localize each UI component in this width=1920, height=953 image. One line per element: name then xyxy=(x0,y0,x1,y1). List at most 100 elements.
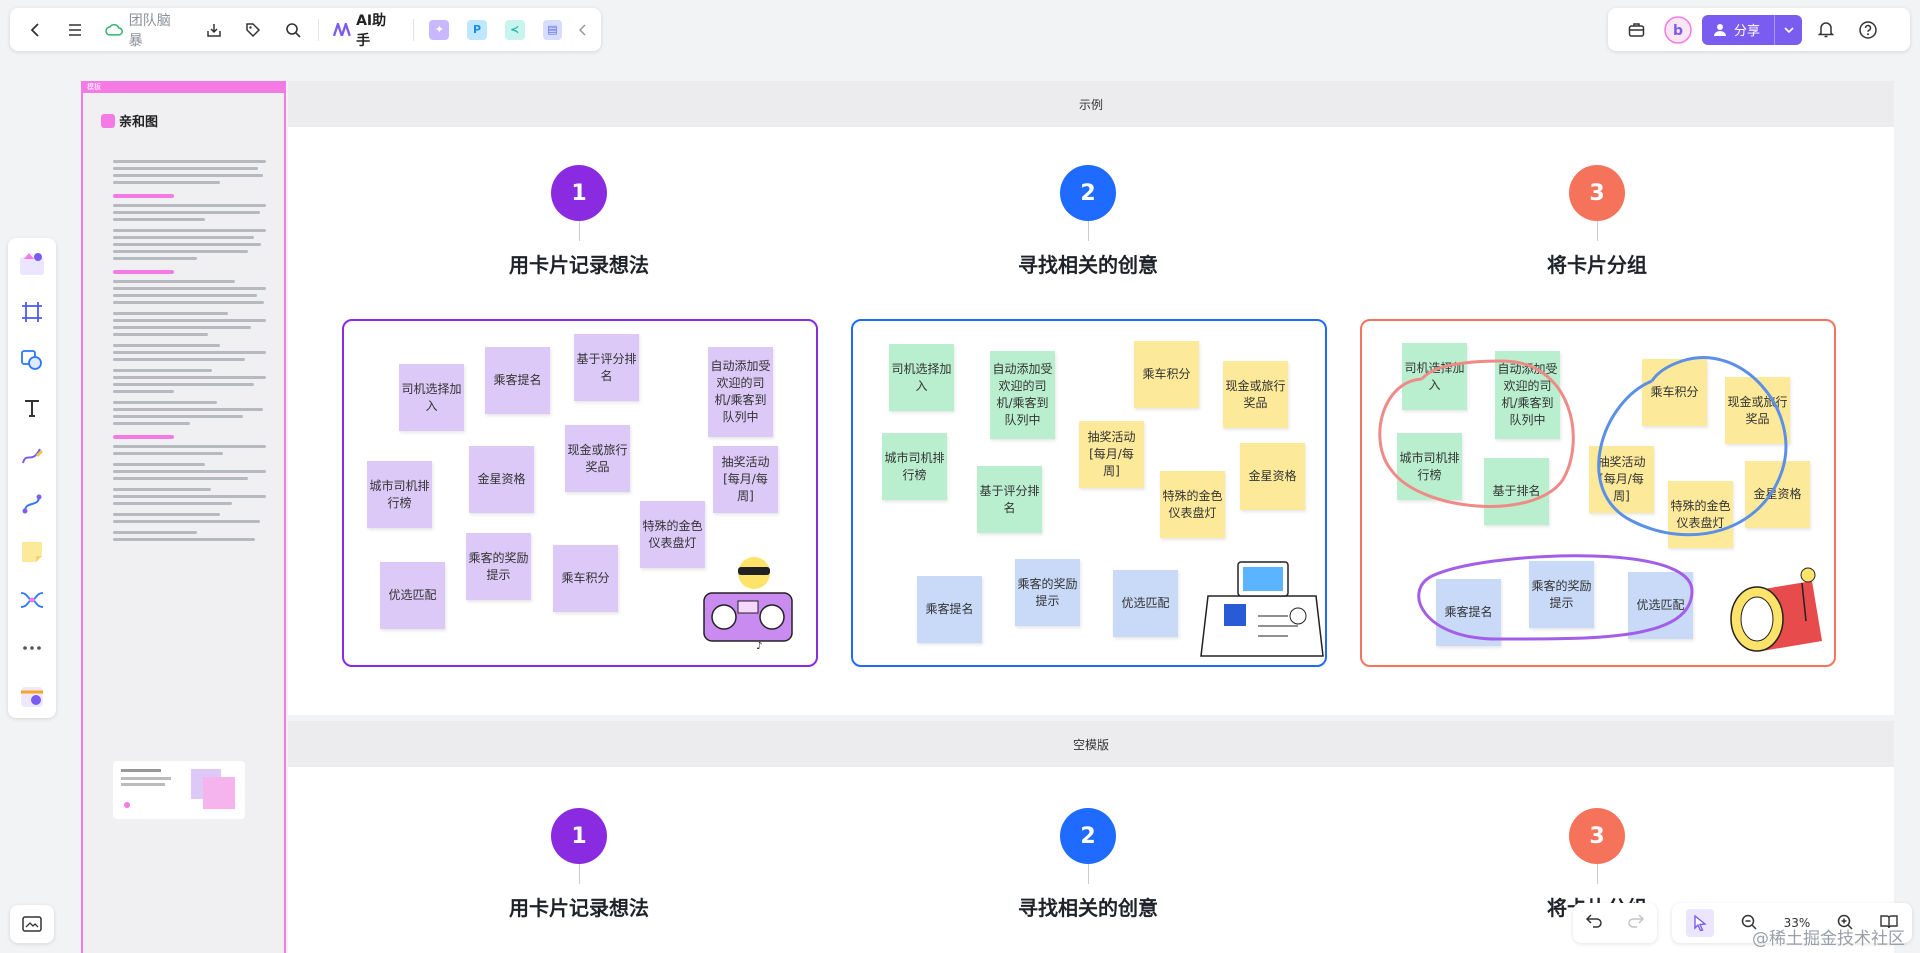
step-3: 3 将卡片分组 xyxy=(1447,165,1747,278)
collapse-chevron-icon[interactable] xyxy=(573,14,593,46)
pen-tool-icon[interactable] xyxy=(14,438,50,474)
share-dropdown-chevron-icon[interactable] xyxy=(1774,14,1802,45)
image-app-icon[interactable]: ✦ xyxy=(429,19,450,40)
sticky-note[interactable]: 基于排名 xyxy=(1484,458,1549,525)
briefcase-icon[interactable] xyxy=(1618,14,1654,46)
section-header-example[interactable]: 示例 xyxy=(288,81,1894,127)
sticky-note[interactable]: 乘车积分 xyxy=(1642,359,1707,426)
sticky-note[interactable]: 特殊的金色仪表盘灯 xyxy=(640,501,705,568)
more-tools-icon[interactable] xyxy=(14,630,50,666)
p-app-icon[interactable]: P xyxy=(467,19,487,40)
sticky-note[interactable]: 抽奖活动[每月/每周] xyxy=(1079,421,1144,488)
sticky-note[interactable]: 现金或旅行奖品 xyxy=(1725,377,1790,444)
template-icon[interactable] xyxy=(14,246,50,282)
undo-redo-bar xyxy=(1573,903,1657,943)
sticky-note[interactable]: 金星资格 xyxy=(469,446,534,513)
sticky-note[interactable]: 乘客提名 xyxy=(917,576,982,643)
frame-tool-icon[interactable] xyxy=(14,294,50,330)
sticky-note[interactable]: 优选匹配 xyxy=(1113,570,1178,637)
watermark-text: @稀土掘金技术社区 xyxy=(1752,929,1905,949)
search-icon[interactable] xyxy=(275,14,311,46)
doc-panel-title-row: 亲和图 xyxy=(101,111,284,130)
minimap-toggle-icon[interactable] xyxy=(10,905,54,943)
sticky-note-tool-icon[interactable] xyxy=(14,534,50,570)
share-button[interactable]: 分享 xyxy=(1702,14,1803,45)
sticky-note[interactable]: 基于评分排名 xyxy=(574,334,639,401)
sticky-note[interactable]: 金星资格 xyxy=(1240,443,1305,510)
template-doc-panel[interactable]: 模板 亲和图 xyxy=(81,81,286,953)
doc-title-area[interactable]: 团队脑暴 xyxy=(97,10,192,50)
menu-icon[interactable] xyxy=(58,14,94,46)
sticky-note[interactable]: 司机选择加入 xyxy=(889,344,954,411)
ai-logo-icon xyxy=(333,22,352,36)
sticky-note[interactable]: 司机选择加入 xyxy=(1402,343,1467,410)
main-toolbar: 团队脑暴 AI助手 ✦ P ≺ ▤ xyxy=(10,8,601,51)
sticky-note[interactable]: 抽奖活动[每月/每周] xyxy=(1589,446,1654,513)
zoom-control-bar: 33% xyxy=(1672,903,1912,943)
sticky-note[interactable]: 现金或旅行奖品 xyxy=(565,425,630,492)
whiteboard-canvas[interactable]: 示例 1 用卡片记录想法 2 寻找相关的创意 3 将卡片分组 司机选择加入 乘客… xyxy=(288,81,1894,953)
doc-panel-body xyxy=(113,160,266,541)
step-1-badge: 1 xyxy=(551,165,607,221)
sticky-note[interactable]: 城市司机排行榜 xyxy=(882,433,947,500)
sticky-note[interactable]: 自动添加受欢迎的司机/乘客到队列中 xyxy=(990,351,1055,439)
sticky-note[interactable]: 乘客提名 xyxy=(1436,579,1501,646)
back-icon[interactable] xyxy=(18,14,54,46)
blank-step-2-stem xyxy=(1087,864,1089,884)
select-pointer-icon[interactable] xyxy=(1685,909,1714,937)
frame-record-ideas[interactable]: 司机选择加入 乘客提名 基于评分排名 自动添加受欢迎的司机/乘客到队列中 城市司… xyxy=(342,319,818,667)
sticky-note[interactable]: 自动添加受欢迎的司机/乘客到队列中 xyxy=(708,347,773,437)
ai-assistant-button[interactable]: AI助手 xyxy=(327,10,405,50)
sticky-note[interactable]: 现金或旅行奖品 xyxy=(1223,361,1288,428)
redo-icon[interactable] xyxy=(1627,913,1645,933)
undo-icon[interactable] xyxy=(1585,913,1603,933)
sticky-note[interactable]: 乘客的奖励提示 xyxy=(1015,559,1080,626)
sticky-note[interactable]: 乘客的奖励提示 xyxy=(1529,561,1594,628)
download-icon[interactable] xyxy=(196,14,232,46)
sticky-note[interactable]: 优选匹配 xyxy=(1628,572,1693,639)
share-label: 分享 xyxy=(1734,24,1761,39)
sticky-note[interactable]: 乘客的奖励提示 xyxy=(466,533,531,600)
tag-icon[interactable] xyxy=(235,14,271,46)
sticky-note[interactable]: 优选匹配 xyxy=(380,562,445,629)
frame-find-related[interactable]: 司机选择加入 自动添加受欢迎的司机/乘客到队列中 乘车积分 现金或旅行奖品 城市… xyxy=(851,319,1327,667)
sticky-note[interactable]: 乘客提名 xyxy=(485,347,550,414)
trophy-character-illustration xyxy=(1730,567,1822,652)
shape-tool-icon[interactable] xyxy=(14,342,50,378)
chat-app-icon[interactable]: ▤ xyxy=(542,19,563,40)
mindmap-tool-icon[interactable] xyxy=(14,582,50,618)
doc-panel-header: 模板 xyxy=(83,81,284,93)
sticky-note[interactable]: 特殊的金色仪表盘灯 xyxy=(1160,471,1225,538)
zoom-out-icon[interactable] xyxy=(1741,914,1757,933)
blank-step-2: 2 寻找相关的创意 xyxy=(938,808,1238,921)
section-header-blank[interactable]: 空模版 xyxy=(288,721,1894,767)
zoom-level[interactable]: 33% xyxy=(1783,916,1811,930)
mindmap-app-icon[interactable]: ≺ xyxy=(504,19,525,40)
plugin-icon[interactable] xyxy=(14,678,50,714)
step-2: 2 寻找相关的创意 xyxy=(938,165,1238,278)
toolbar-divider xyxy=(318,18,320,41)
sticky-note[interactable]: 司机选择加入 xyxy=(399,364,464,431)
sticky-note[interactable]: 金星资格 xyxy=(1745,461,1810,528)
text-tool-icon[interactable] xyxy=(14,390,50,426)
user-avatar[interactable]: b xyxy=(1660,14,1696,46)
blank-step-1: 1 用卡片记录想法 xyxy=(429,808,729,921)
sticky-note[interactable]: 乘车积分 xyxy=(553,545,618,612)
sticky-note[interactable]: 基于评分排名 xyxy=(977,466,1042,533)
blank-step-3-stem xyxy=(1596,864,1598,884)
sticky-note[interactable]: 城市司机排行榜 xyxy=(367,461,432,528)
sticky-note[interactable]: 特殊的金色仪表盘灯 xyxy=(1668,481,1733,548)
sticky-note[interactable]: 自动添加受欢迎的司机/乘客到队列中 xyxy=(1495,351,1560,439)
step-1-stem xyxy=(578,221,580,241)
zoom-in-icon[interactable] xyxy=(1837,914,1853,933)
help-icon[interactable] xyxy=(1850,14,1886,46)
connector-tool-icon[interactable] xyxy=(14,486,50,522)
notification-bell-icon[interactable] xyxy=(1808,14,1844,46)
book-icon[interactable] xyxy=(1880,914,1899,933)
doc-panel-example-card xyxy=(113,761,245,819)
sticky-note[interactable]: 乘车积分 xyxy=(1134,341,1199,408)
share-main-button[interactable]: 分享 xyxy=(1702,15,1774,45)
frame-group-cards[interactable]: 司机选择加入 自动添加受欢迎的司机/乘客到队列中 城市司机排行榜 基于排名 乘车… xyxy=(1360,319,1836,667)
sticky-note[interactable]: 抽奖活动[每月/每周] xyxy=(713,446,778,513)
sticky-note[interactable]: 城市司机排行榜 xyxy=(1397,433,1462,500)
